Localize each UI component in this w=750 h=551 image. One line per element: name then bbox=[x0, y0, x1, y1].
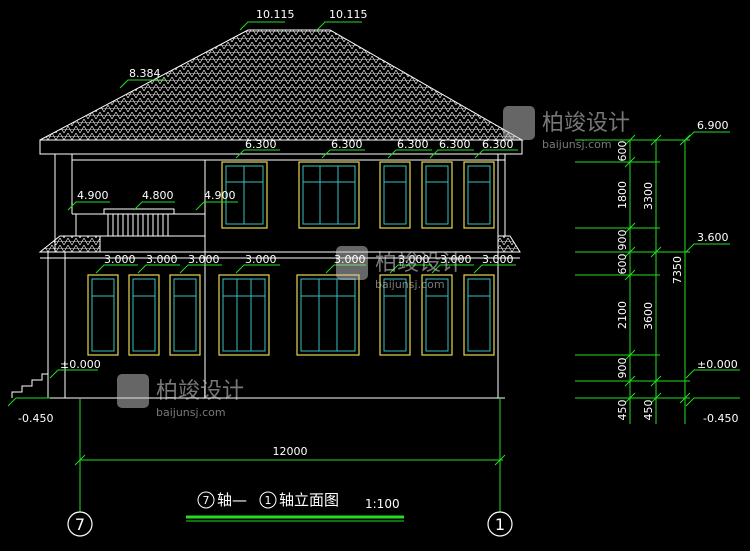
vdim-900-low: 900 bbox=[616, 358, 629, 379]
lower-roof-right bbox=[497, 235, 521, 253]
window-lower-8 bbox=[463, 274, 495, 356]
watermark-en-2: baijunsj.com bbox=[375, 278, 445, 291]
vertical-dimensions bbox=[575, 134, 691, 424]
level-markers bbox=[7, 21, 740, 407]
vdim-1800: 1800 bbox=[616, 181, 629, 209]
vdim-600-mid: 600 bbox=[616, 254, 629, 275]
main-roof bbox=[39, 29, 524, 141]
lower-level-6: 3.000 bbox=[398, 253, 430, 266]
vdim-600-top: 600 bbox=[616, 141, 629, 162]
window-upper-2 bbox=[298, 161, 360, 229]
title-part1: 轴— bbox=[217, 491, 247, 509]
lower-level-8: 3.000 bbox=[482, 253, 514, 266]
axis-label-right: 1 bbox=[495, 515, 505, 534]
right-level-mid: 3.600 bbox=[697, 231, 729, 244]
title-circle-b bbox=[259, 491, 277, 509]
eave-level: 8.384 bbox=[129, 67, 161, 80]
ridge-level-right: 10.115 bbox=[329, 8, 368, 21]
title-circle-b-label: 1 bbox=[265, 494, 272, 507]
window-upper-5 bbox=[463, 161, 495, 229]
lower-level-5: 3.000 bbox=[334, 253, 366, 266]
vdim-3300: 3300 bbox=[642, 182, 655, 210]
ground-zero-left: ±0.000 bbox=[60, 358, 101, 371]
balcony-level-right: 4.900 bbox=[204, 189, 236, 202]
balcony-railing bbox=[103, 208, 176, 237]
watermark-en-1: baijunsj.com bbox=[542, 138, 612, 151]
watermark-cn-2: 柏竣设计 bbox=[375, 251, 463, 276]
title-circle-a-label: 7 bbox=[203, 494, 210, 507]
lower-level-3: 3.000 bbox=[188, 253, 220, 266]
lower-level-1: 3.000 bbox=[104, 253, 136, 266]
window-lower-3 bbox=[169, 274, 201, 356]
upper-level-2: 6.300 bbox=[331, 138, 363, 151]
watermark-en-3: baijunsj.com bbox=[156, 406, 226, 419]
entry-steps bbox=[11, 373, 48, 398]
window-lower-1 bbox=[87, 274, 119, 356]
ground-zero-right: ±0.000 bbox=[697, 358, 738, 371]
hdim-12000: 12000 bbox=[273, 445, 308, 458]
window-lower-7 bbox=[421, 274, 453, 356]
vdim-2100: 2100 bbox=[616, 301, 629, 329]
axis-circle-right bbox=[487, 511, 513, 537]
scale-label: 1:100 bbox=[365, 497, 400, 511]
upper-level-3: 6.300 bbox=[397, 138, 429, 151]
lower-level-2: 3.000 bbox=[146, 253, 178, 266]
lower-level-4: 3.000 bbox=[245, 253, 277, 266]
title-circle-a bbox=[197, 491, 215, 509]
window-lower-5 bbox=[296, 274, 360, 356]
vdim-450-middle: 450 bbox=[642, 400, 655, 421]
window-upper-4 bbox=[421, 161, 453, 229]
lower-level-7: 3.000 bbox=[440, 253, 472, 266]
watermark-cn-1: 柏竣设计 bbox=[542, 111, 630, 136]
axis-label-left: 7 bbox=[75, 515, 85, 534]
balcony-level-left: 4.900 bbox=[77, 189, 109, 202]
ridge-level-left: 10.115 bbox=[256, 8, 295, 21]
lower-windows bbox=[87, 274, 495, 356]
vdim-3600: 3600 bbox=[642, 302, 655, 330]
ground-minus-left: -0.450 bbox=[18, 412, 53, 425]
balcony-level-middle: 4.800 bbox=[142, 189, 174, 202]
ground-minus-right: -0.450 bbox=[703, 412, 738, 425]
vdim-7350: 7350 bbox=[671, 256, 684, 284]
title-part2: 轴立面图 bbox=[279, 491, 339, 509]
vdim-450-inner: 450 bbox=[616, 400, 629, 421]
window-lower-6 bbox=[379, 274, 411, 356]
upper-level-5: 6.300 bbox=[482, 138, 514, 151]
upper-level-1: 6.300 bbox=[245, 138, 277, 151]
horizontal-dimension bbox=[74, 398, 506, 512]
window-lower-2 bbox=[128, 274, 160, 356]
vdim-900-mid: 900 bbox=[616, 230, 629, 251]
right-level-top: 6.900 bbox=[697, 119, 729, 132]
lower-roof bbox=[38, 235, 101, 253]
upper-windows bbox=[221, 161, 495, 229]
window-upper-1 bbox=[221, 161, 268, 229]
window-upper-3 bbox=[379, 161, 411, 229]
window-lower-4 bbox=[218, 274, 270, 356]
axis-circle-left bbox=[67, 511, 93, 537]
upper-level-4: 6.300 bbox=[439, 138, 471, 151]
watermark-logo-icon bbox=[117, 106, 535, 408]
watermark-cn-3: 柏竣设计 bbox=[156, 379, 244, 404]
